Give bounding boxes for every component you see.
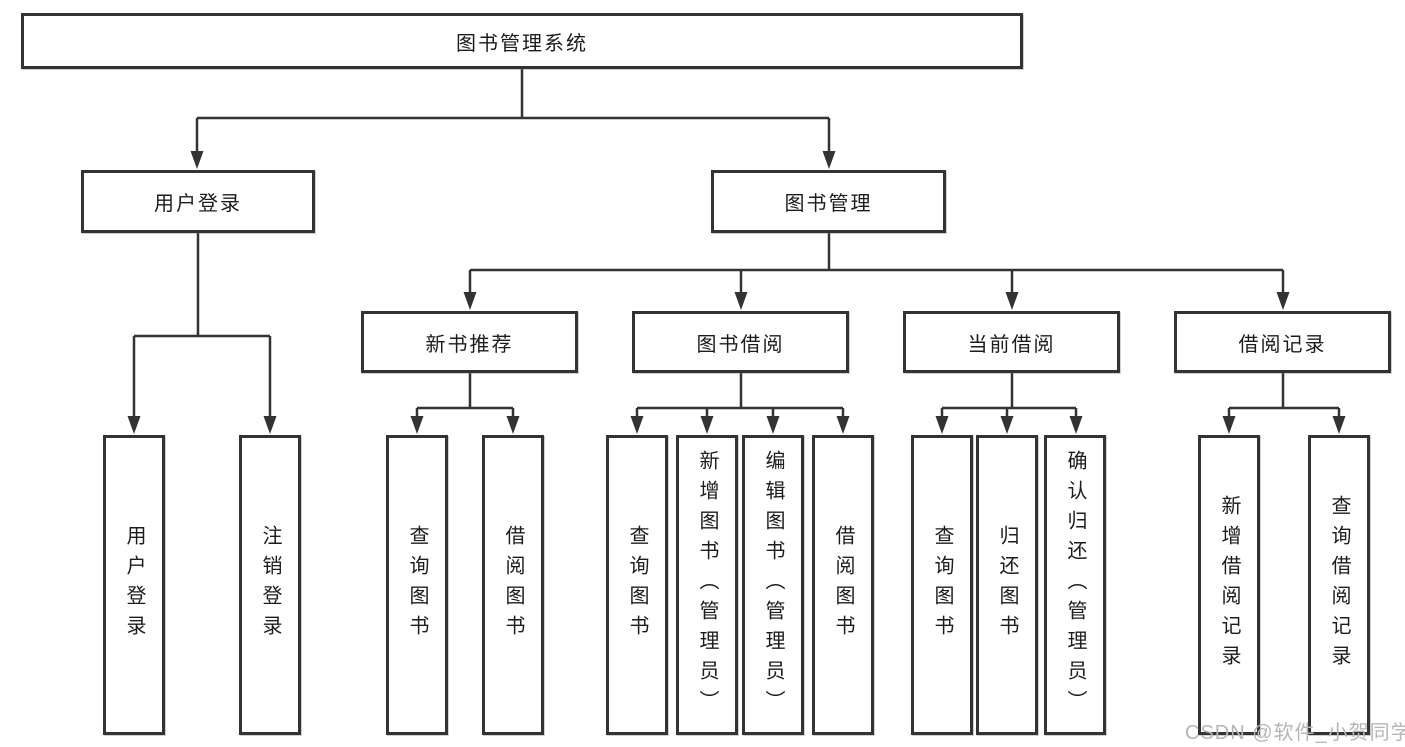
leaf-query-books-recommend: 查询图书 [386, 435, 448, 735]
node-current-borrowing: 当前借阅 [903, 311, 1120, 373]
arrowhead-down-icon [463, 292, 477, 310]
node-book-borrowing: 图书借阅 [632, 311, 849, 373]
connector-currentborrow-to-leaves [940, 373, 1078, 420]
leaf-query-books-current: 查询图书 [911, 435, 973, 735]
leaf-label: 新增图书（管理员） [696, 450, 718, 720]
leaf-label: 查询图书 [931, 525, 953, 645]
leaf-add-borrow-record: 新增借阅记录 [1198, 435, 1260, 735]
leaf-label: 借阅图书 [502, 525, 524, 645]
node-book-management: 图书管理 [711, 170, 946, 233]
arrowhead-down-icon [127, 416, 141, 434]
leaf-label: 用户登录 [123, 525, 145, 645]
arrowhead-down-icon [263, 416, 277, 434]
node-library-management-system: 图书管理系统 [21, 13, 1023, 69]
node-label: 用户登录 [154, 193, 242, 215]
connector-root-to-level2 [195, 69, 831, 155]
node-user-login: 用户登录 [81, 170, 315, 233]
node-borrowing-records: 借阅记录 [1174, 311, 1391, 373]
leaf-label: 新增借阅记录 [1218, 495, 1240, 675]
node-label: 新书推荐 [425, 333, 514, 356]
arrowhead-down-icon [1069, 416, 1083, 434]
arrowhead-down-icon [410, 416, 424, 434]
leaf-query-borrow-record: 查询借阅记录 [1308, 435, 1370, 735]
leaf-label: 归还图书 [996, 525, 1018, 645]
arrowhead-down-icon [1222, 416, 1236, 434]
leaf-label: 确认归还（管理员） [1064, 450, 1086, 720]
arrowhead-down-icon [836, 416, 850, 434]
arrowhead-down-icon [700, 416, 714, 434]
leaf-confirm-return-admin: 确认归还（管理员） [1044, 435, 1106, 735]
connector-borrowrecord-to-leaves [1227, 373, 1341, 420]
leaf-query-books-borrowing: 查询图书 [606, 435, 668, 735]
node-new-book-recommend: 新书推荐 [361, 311, 578, 373]
leaf-return-books: 归还图书 [976, 435, 1038, 735]
leaf-user-login: 用户登录 [103, 435, 165, 735]
leaf-label: 查询借阅记录 [1328, 495, 1350, 675]
csdn-watermark: CSDN @软件_小贺同学 [1185, 722, 1405, 744]
arrowhead-down-icon [766, 416, 780, 434]
connector-bookborrow-to-leaves [635, 373, 845, 420]
arrowhead-down-icon [630, 416, 644, 434]
leaf-label: 查询图书 [406, 525, 428, 645]
node-label: 图书管理 [784, 193, 873, 215]
connector-bookmgmt-to-level3 [468, 233, 1285, 296]
leaf-label: 借阅图书 [832, 525, 854, 645]
arrowhead-down-icon [1005, 292, 1019, 310]
leaf-label: 注销登录 [259, 525, 281, 645]
arrowhead-down-icon [190, 151, 204, 169]
leaf-add-book-admin: 新增图书（管理员） [676, 435, 738, 735]
leaf-logout: 注销登录 [239, 435, 301, 735]
connector-newbookrec-to-leaves [415, 373, 515, 420]
arrowhead-down-icon [1276, 292, 1290, 310]
arrowhead-down-icon [506, 416, 520, 434]
arrowhead-down-icon [1332, 416, 1346, 434]
arrowhead-down-icon [935, 416, 949, 434]
leaf-label: 查询图书 [626, 525, 648, 645]
node-label: 当前借阅 [967, 333, 1056, 356]
arrowheads [127, 151, 1346, 434]
leaf-borrow-books-borrowing: 借阅图书 [812, 435, 874, 735]
node-label: 借阅记录 [1238, 333, 1327, 356]
node-label: 图书借阅 [696, 333, 785, 356]
connector-paths [132, 69, 1341, 420]
leaf-borrow-books-recommend: 借阅图书 [482, 435, 544, 735]
leaf-label: 编辑图书（管理员） [762, 450, 784, 720]
arrowhead-down-icon [1000, 416, 1014, 434]
leaf-edit-book-admin: 编辑图书（管理员） [742, 435, 804, 735]
arrowhead-down-icon [822, 151, 836, 169]
connector-userlogin-to-leaves [132, 233, 272, 420]
node-label: 图书管理系统 [456, 32, 588, 55]
arrowhead-down-icon [734, 292, 748, 310]
